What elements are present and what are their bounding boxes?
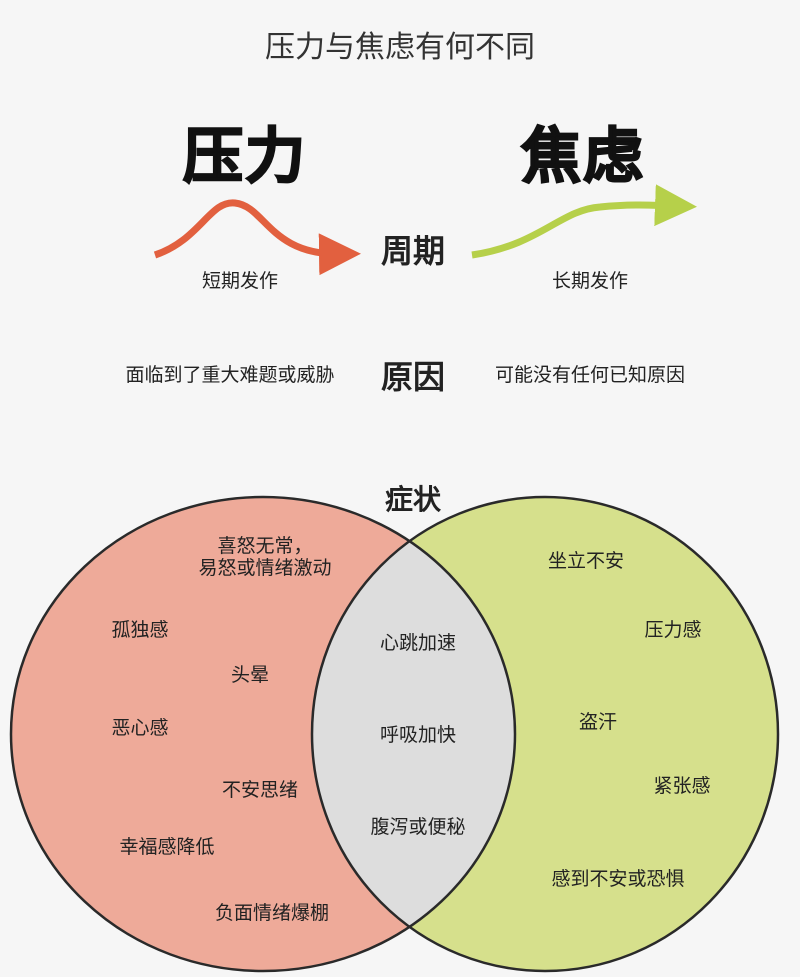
anxiety-cause: 可能没有任何已知原因 xyxy=(494,364,686,386)
anxiety-symptom: 紧张感 xyxy=(653,775,711,797)
stress-symptom: 头晕 xyxy=(230,664,270,686)
anxiety-symptom: 坐立不安 xyxy=(547,550,625,572)
stress-symptom: 不安思绪 xyxy=(221,779,299,801)
stress-symptom: 恶心感 xyxy=(111,717,169,739)
anxiety-heading: 焦虑 xyxy=(520,121,645,193)
stress-heading: 压力 xyxy=(182,121,307,193)
period-label: 周期 xyxy=(380,232,446,270)
stress-symptom: 负面情绪爆棚 xyxy=(214,902,330,924)
stress-symptom: 易怒或情绪激动 xyxy=(198,557,332,579)
shared-symptom: 心跳加速 xyxy=(379,632,457,654)
stress-symptom: 喜怒无常， xyxy=(217,535,313,557)
anxiety-symptom: 压力感 xyxy=(644,619,702,641)
stress-cause: 面临到了重大难题或威胁 xyxy=(125,364,335,386)
overlap-region xyxy=(312,497,515,971)
stress-symptom: 幸福感降低 xyxy=(119,836,215,858)
page-title: 压力与焦虑有何不同 xyxy=(265,30,535,65)
anxiety-symptom: 感到不安或恐惧 xyxy=(551,868,685,890)
anxiety-duration: 长期发作 xyxy=(551,270,629,292)
anxiety-symptom: 盗汗 xyxy=(578,711,618,733)
shared-symptom: 呼吸加快 xyxy=(379,724,457,746)
long-term-arrow xyxy=(471,184,697,259)
short-term-arrow xyxy=(153,199,361,276)
cause-label: 原因 xyxy=(380,358,446,396)
stress-symptom: 孤独感 xyxy=(111,619,169,641)
stress-duration: 短期发作 xyxy=(201,270,279,292)
symptoms-label: 症状 xyxy=(384,483,442,516)
shared-symptom: 腹泻或便秘 xyxy=(370,816,466,838)
